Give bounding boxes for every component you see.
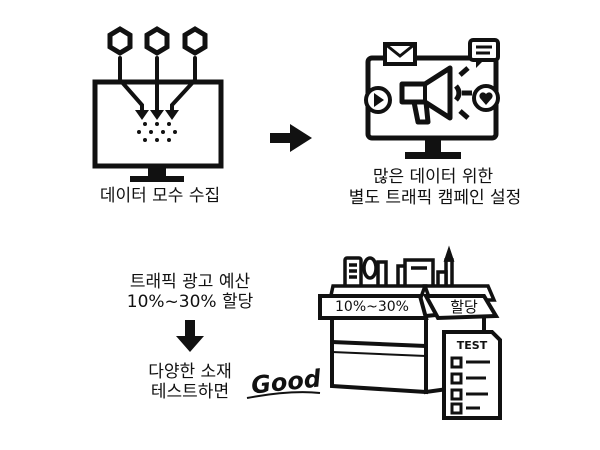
chat-bubble-icon (468, 38, 500, 68)
play-icon (364, 86, 392, 114)
box-label-right: 할당 (450, 298, 478, 316)
test-box-icon (318, 245, 502, 420)
step4-caption-line1: 다양한 소재 (148, 362, 232, 382)
hexagon-icons (107, 26, 208, 56)
step2-caption-line2: 별도 트래픽 캠페인 설정 (348, 188, 522, 208)
step3-caption-line1: 트래픽 광고 예산 (129, 272, 251, 292)
hexagon-icon (107, 26, 133, 56)
data-dots (137, 122, 177, 142)
data-collection-monitor-icon (92, 56, 224, 182)
test-sheet-title: TEST (456, 339, 488, 352)
step3-caption-line2: 10%~30% 할당 (126, 292, 254, 312)
test-sheet-icon (442, 330, 502, 420)
arrow-right-icon (270, 124, 312, 152)
step4-caption-line2: 테스트하면 (150, 382, 230, 402)
good-underline (246, 391, 321, 399)
campaign-monitor-icon (364, 38, 500, 159)
hexagon-icon (144, 26, 170, 56)
arrow-down-icon (176, 320, 204, 352)
envelope-icon (383, 42, 417, 66)
step2-caption-line1: 많은 데이터 위한 (372, 167, 494, 187)
box-label-left: 10%~30% (335, 299, 409, 315)
hexagon-icon (182, 26, 208, 56)
heart-icon (472, 84, 500, 112)
megaphone-icon (399, 65, 472, 125)
step1-caption: 데이터 모수 수집 (99, 186, 221, 206)
